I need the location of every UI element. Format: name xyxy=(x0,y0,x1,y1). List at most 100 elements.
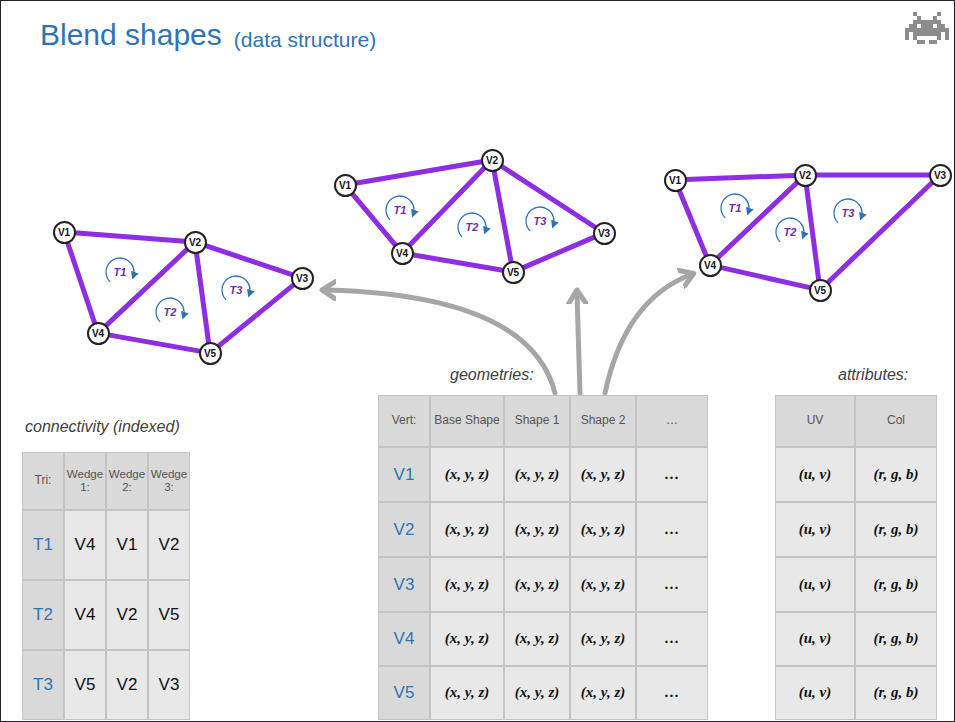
table-cell: V3 xyxy=(148,650,190,720)
table-cell: … xyxy=(636,502,708,557)
table-cell: V4 xyxy=(64,510,106,580)
table-cell: V4 xyxy=(378,612,430,666)
mesh-edge xyxy=(196,252,208,342)
slide-subtitle: (data structure) xyxy=(234,28,376,52)
table-cell: (x, y, z) xyxy=(430,502,504,557)
vertex-label: V2 xyxy=(799,170,811,181)
table-cell: (r, g, b) xyxy=(855,502,937,557)
table-cell: (r, g, b) xyxy=(855,666,937,720)
table-cell: (r, g, b) xyxy=(855,612,937,666)
section-caption: geometries: xyxy=(450,366,534,384)
triangle-label: T2 xyxy=(466,221,479,233)
slide-title: Blend shapes xyxy=(40,18,222,52)
table-cell: T1 xyxy=(22,510,64,580)
rotation-arrows xyxy=(106,194,862,322)
vertex-circle: V5 xyxy=(199,342,222,365)
vertex-circle: V1 xyxy=(664,169,687,192)
table-cell: V4 xyxy=(64,580,106,650)
vertex-circle: V4 xyxy=(391,242,414,265)
invader-icon xyxy=(905,12,949,44)
mesh-edge xyxy=(67,242,94,323)
triangle-label: T1 xyxy=(394,204,407,216)
table-header: Base Shape xyxy=(430,395,504,447)
vertex-circle: V2 xyxy=(794,164,817,187)
vertex-circle: V4 xyxy=(699,254,722,277)
table-cell: (x, y, z) xyxy=(504,557,570,612)
table-header: Shape 2 xyxy=(570,395,636,447)
table-cell: (u, v) xyxy=(775,557,855,612)
table-cell: V5 xyxy=(378,666,430,720)
vertex-label: V2 xyxy=(486,155,498,166)
vertex-circle: V3 xyxy=(291,267,314,290)
table-cell: (x, y, z) xyxy=(504,612,570,666)
table-header: Shape 1 xyxy=(504,395,570,447)
table-cell: (x, y, z) xyxy=(570,557,636,612)
table-header: Tri: xyxy=(22,452,64,510)
vertex-label: V4 xyxy=(396,248,408,259)
table-cell: V2 xyxy=(106,580,148,650)
mesh-edge xyxy=(352,193,396,245)
table-cell: (u, v) xyxy=(775,502,855,557)
table-cell: … xyxy=(636,557,708,612)
table-cell: … xyxy=(636,666,708,720)
table-cell: V5 xyxy=(148,580,190,650)
mesh-edge xyxy=(218,285,294,347)
mesh-edge xyxy=(720,267,810,287)
table-cell: (x, y, z) xyxy=(430,666,504,720)
mesh-edge xyxy=(108,335,199,351)
vertex-label: V3 xyxy=(598,228,610,239)
triangle-label: T3 xyxy=(230,284,243,296)
vertex-label: V1 xyxy=(669,175,681,186)
mesh-edge xyxy=(74,233,184,241)
vertex-circle: V4 xyxy=(87,322,110,345)
vertex-label: V5 xyxy=(204,348,216,359)
vertex-circle: V5 xyxy=(809,279,832,302)
table-header: Wedge 2: xyxy=(106,452,148,510)
triangle-label: T2 xyxy=(784,226,797,238)
mesh-edge xyxy=(679,190,706,256)
table-cell: V2 xyxy=(378,502,430,557)
mesh-edge xyxy=(501,166,595,228)
mesh-edge xyxy=(205,245,292,274)
table-cell: (x, y, z) xyxy=(504,447,570,502)
mesh-edge xyxy=(355,162,481,183)
table-cell: (u, v) xyxy=(775,612,855,666)
table-cell: (x, y, z) xyxy=(430,612,504,666)
vertex-circle: V1 xyxy=(334,174,357,197)
vertex-label: V1 xyxy=(339,180,351,191)
table-cell: (x, y, z) xyxy=(504,666,570,720)
mesh-edge xyxy=(106,249,188,326)
triangle-label: T1 xyxy=(729,202,742,214)
triangle-label: T3 xyxy=(842,207,855,219)
pointer-arrows xyxy=(326,275,690,393)
vertex-circle: V2 xyxy=(184,231,207,254)
table-cell: (u, v) xyxy=(775,447,855,502)
vertex-label: V4 xyxy=(704,260,716,271)
vertex-label: V5 xyxy=(814,285,826,296)
vertex-label: V4 xyxy=(92,328,104,339)
vertex-circle: V2 xyxy=(481,149,504,172)
table-cell: (x, y, z) xyxy=(570,502,636,557)
table-cell: V5 xyxy=(64,650,106,720)
triangle-label: T2 xyxy=(164,306,177,318)
table-cell: V2 xyxy=(148,510,190,580)
table-cell: … xyxy=(636,447,708,502)
table-header: UV xyxy=(775,395,855,447)
table-cell: (r, g, b) xyxy=(855,447,937,502)
section-caption: connectivity (indexed) xyxy=(25,418,180,436)
mesh-edge xyxy=(685,175,794,179)
vertex-label: V1 xyxy=(58,227,70,238)
table-cell: V3 xyxy=(378,557,430,612)
table-header: Col xyxy=(855,395,937,447)
triangle-label: T1 xyxy=(114,266,127,278)
vertex-label: V3 xyxy=(296,273,308,284)
vertex-circle: V1 xyxy=(53,221,76,244)
table-cell: (x, y, z) xyxy=(430,557,504,612)
table-cell: T2 xyxy=(22,580,64,650)
mesh-edge xyxy=(828,182,933,282)
table-cell: V2 xyxy=(106,650,148,720)
table-cell: (x, y, z) xyxy=(570,612,636,666)
triangle-label: T3 xyxy=(534,215,547,227)
table-cell: (x, y, z) xyxy=(570,666,636,720)
table-cell: V1 xyxy=(378,447,430,502)
